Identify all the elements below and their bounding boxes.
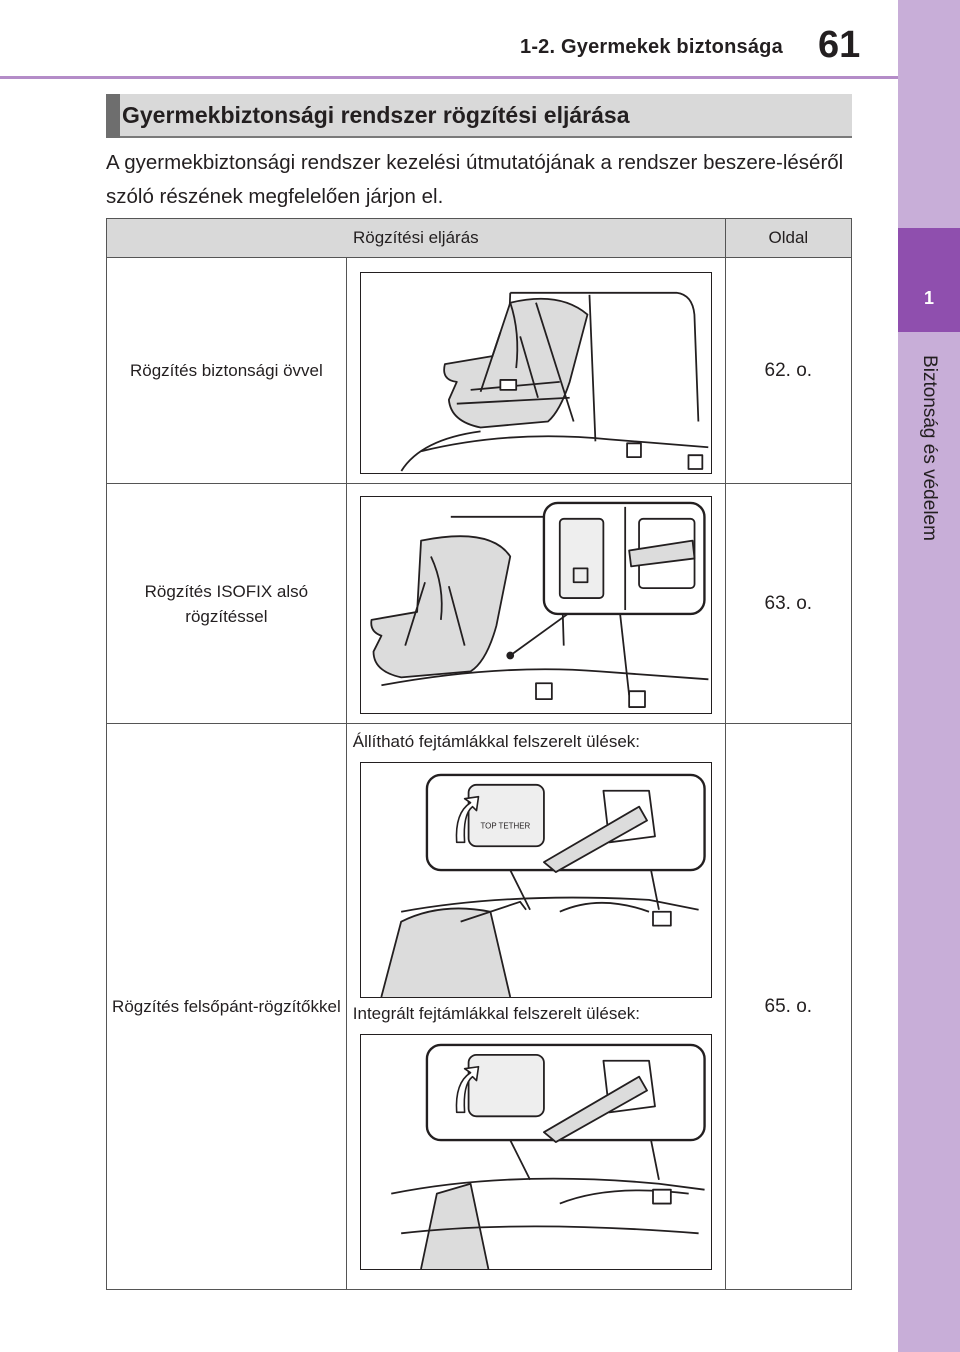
tether-integrated-illustration bbox=[359, 1034, 712, 1270]
row-illustration bbox=[345, 257, 726, 484]
row-illustration bbox=[345, 483, 726, 724]
row-page: 62. o. bbox=[724, 257, 853, 484]
row-page: 65. o. bbox=[724, 723, 853, 1290]
chapter-number: 1 bbox=[898, 228, 960, 332]
procedure-table: Rögzítési eljárás Oldal Rögzítés biztons… bbox=[106, 218, 853, 1290]
intro-paragraph: A gyermekbiztonsági rendszer kezelési út… bbox=[106, 151, 844, 208]
heading-text: Gyermekbiztonsági rendszer rögzítési elj… bbox=[122, 102, 630, 128]
section-title: 1-2. Gyermekek biztonsága bbox=[520, 36, 783, 58]
heading-bar bbox=[106, 94, 120, 138]
table-header-row: Rögzítési eljárás Oldal bbox=[106, 218, 853, 258]
top-tether-badge: TOP TETHER bbox=[480, 821, 530, 830]
chapter-title: Biztonság és védelem bbox=[919, 355, 940, 541]
table-row: Rögzítés biztonsági övvel bbox=[106, 257, 853, 484]
page-number: 61 bbox=[818, 24, 861, 66]
row-label: Rögzítés biztonsági övvel bbox=[106, 257, 347, 484]
caption-integrated: Integrált fejtámlákkal felszerelt ülések… bbox=[352, 1004, 641, 1023]
caption-adjustable: Állítható fejtámlákkal felszerelt ülések… bbox=[352, 732, 641, 751]
header-procedure: Rögzítési eljárás bbox=[106, 218, 726, 258]
table-row: Rögzítés ISOFIX alsó rögzítéssel bbox=[106, 483, 853, 724]
header-rule bbox=[0, 76, 898, 79]
row-label: Rögzítés ISOFIX alsó rögzítéssel bbox=[106, 483, 347, 724]
row-label: Rögzítés felsőpánt-rögzítőkkel bbox=[106, 723, 347, 1290]
row-page: 63. o. bbox=[724, 483, 853, 724]
row-illustration: Állítható fejtámlákkal felszerelt ülések… bbox=[345, 723, 726, 1290]
chapter-tab: 1 bbox=[898, 0, 960, 1352]
seatbelt-seat-illustration bbox=[359, 272, 712, 474]
section-heading: Gyermekbiztonsági rendszer rögzítési elj… bbox=[106, 94, 852, 138]
table-row: Rögzítés felsőpánt-rögzítőkkel Állítható… bbox=[106, 723, 853, 1290]
isofix-seat-illustration bbox=[359, 496, 712, 714]
header-page: Oldal bbox=[724, 218, 853, 258]
tether-adjustable-illustration: TOP TETHER bbox=[359, 762, 712, 998]
